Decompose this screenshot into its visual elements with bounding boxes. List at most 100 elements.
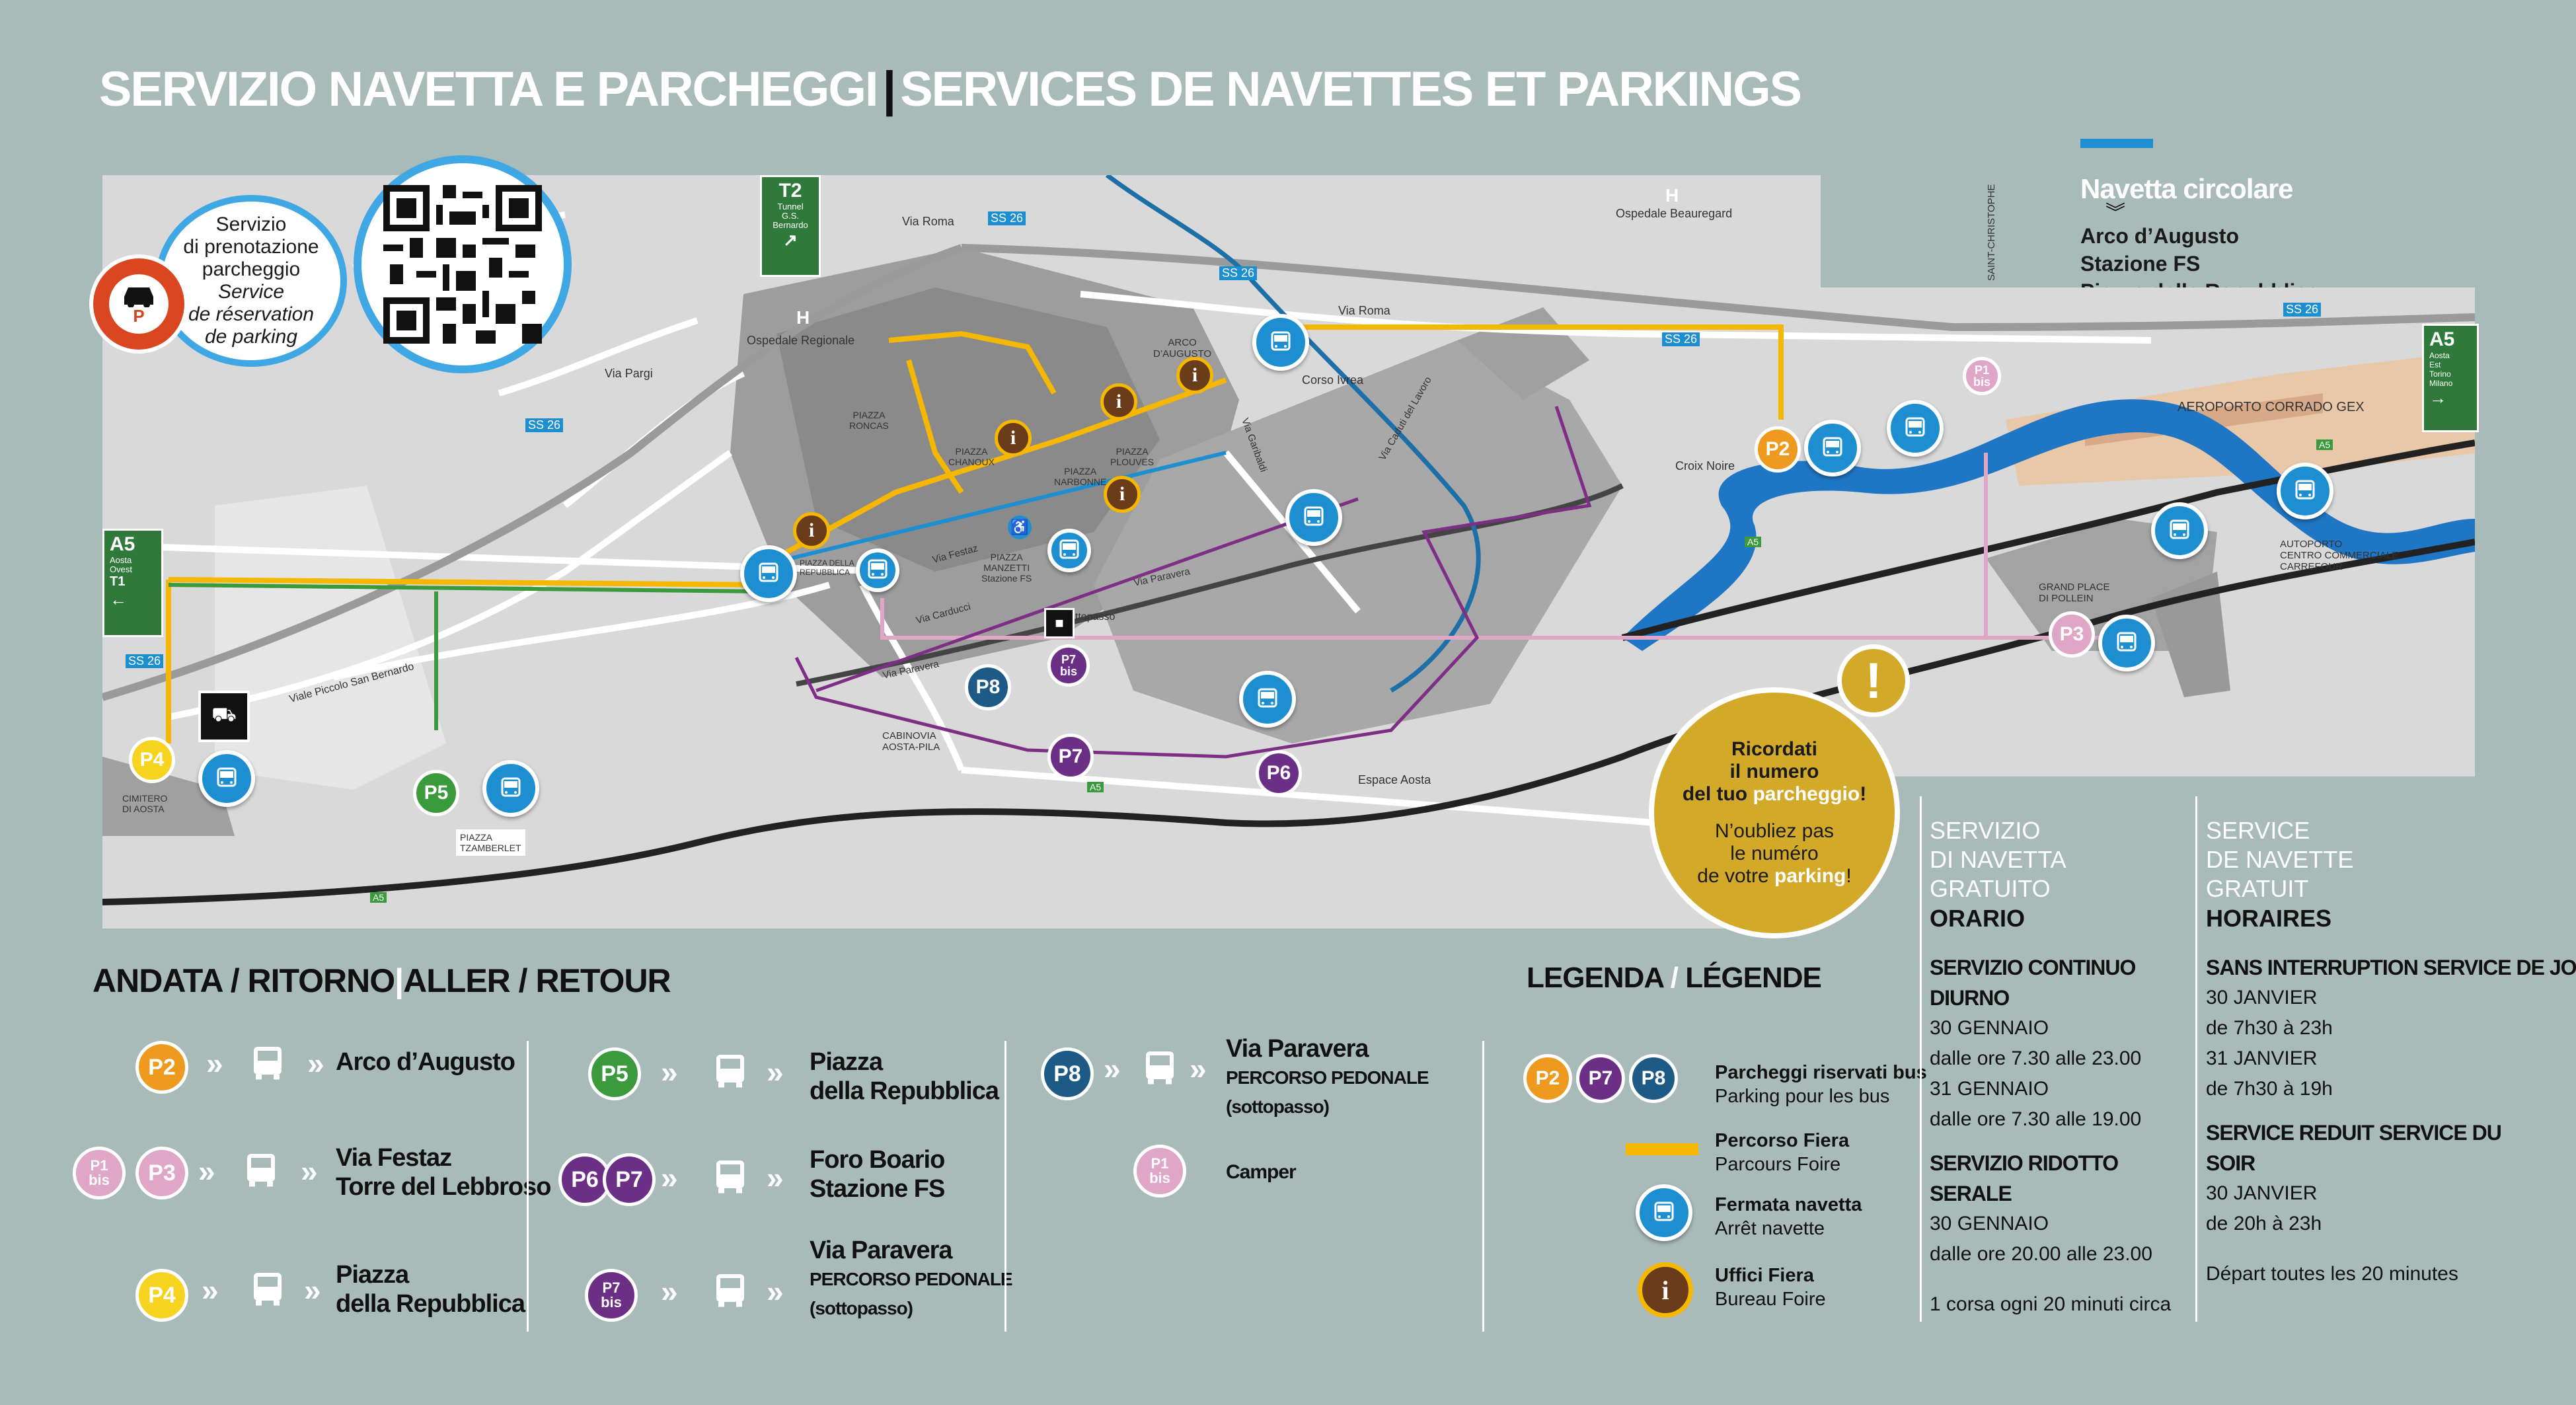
bus-stop-icon[interactable]: [2151, 502, 2208, 559]
legenda-title-it: LEGENDA: [1527, 962, 1663, 994]
bus-stop-icon[interactable]: [1887, 400, 1944, 457]
bus-icon: [254, 1273, 282, 1306]
parking-p1bis-badge[interactable]: P1 bis: [1963, 357, 2001, 395]
bus-stop-icon[interactable]: [1047, 529, 1091, 572]
route-dest-festaz-1: Via Festaz: [336, 1144, 452, 1172]
schedule-fr-h2: DE NAVETTE: [2206, 846, 2354, 873]
route-dest-foro-1: Foro Boario: [810, 1146, 945, 1174]
info-point-icon[interactable]: i: [1100, 383, 1137, 420]
schedule-it-l7: 1 corsa ogni 20 minuti circa: [1930, 1293, 2172, 1315]
divider: [1920, 796, 1922, 1322]
map-background: [102, 175, 2475, 929]
bus-stop-icon[interactable]: [856, 549, 899, 592]
info-point-icon[interactable]: i: [995, 420, 1032, 457]
sign-a5-west-text: Aosta Ovest: [110, 555, 132, 574]
info-point-icon[interactable]: i: [1104, 476, 1141, 513]
reminder-badge: Ricordati il numero del tuo parcheggio! …: [1649, 687, 1900, 938]
parking-p1bis-badge[interactable]: P1 bis: [73, 1147, 126, 1199]
legend-shuttle-stop: Fermata navetta Arrêt navette: [1715, 1193, 1862, 1240]
label-ss26-f: SS 26: [126, 654, 164, 668]
label-piazza-repubblica: PIAZZA DELLA REPUBBLICA: [800, 558, 854, 577]
booking-text-bubble: Servizio di prenotazione parcheggio Serv…: [155, 195, 347, 367]
legend-info-office-fr: Bureau Foire: [1715, 1289, 1826, 1310]
route-dest-repubblica-p4: Piazza della Repubblica: [336, 1260, 525, 1318]
parking-p8-badge[interactable]: P8: [1041, 1047, 1094, 1100]
fair-route-swatch: [1626, 1143, 1698, 1155]
sign-t2-text: Tunnel G.S. Bernardo: [773, 202, 808, 230]
schedule-it-l5: 30 GENNAIO: [1930, 1213, 2049, 1234]
andata-title-fr: ALLER / RETOUR: [403, 962, 671, 999]
bus-stop-icon[interactable]: [1804, 420, 1861, 476]
label-via-parigi: Via Pargi: [605, 367, 653, 380]
arrow-left-icon: ←: [110, 589, 127, 609]
label-cabinovia: CABINOVIA AOSTA-PILA: [882, 730, 940, 753]
info-point-icon[interactable]: i: [793, 512, 830, 549]
parking-p7bis-badge[interactable]: P7 bis: [1047, 644, 1090, 687]
route-dest-festaz: Via Festaz Torre del Lebbroso: [336, 1143, 551, 1201]
schedule-it-h4: ORARIO: [1930, 905, 2025, 932]
parking-p7-badge[interactable]: P7: [603, 1153, 656, 1206]
legend-bus-parking-it: Parcheggi riservati bus: [1715, 1062, 1927, 1083]
bus-stop-icon[interactable]: [1252, 314, 1309, 371]
chevron-right-icon: »: [198, 1154, 215, 1188]
bus-stop-icon[interactable]: [1285, 489, 1342, 546]
bus-stop-icon[interactable]: [2277, 463, 2333, 519]
navetta-stop-2: Stazione FS: [2080, 252, 2201, 276]
parking-p7-badge: P7: [1576, 1054, 1625, 1103]
label-cimitero: CIMITERO DI AOSTA: [122, 793, 168, 814]
schedule-it-l1: 30 GENNAIO: [1930, 1017, 2049, 1039]
parking-p2-badge[interactable]: P2: [135, 1041, 188, 1094]
chevron-right-icon: »: [206, 1046, 223, 1081]
schedule-fr-s1: SANS INTERRUPTION SERVICE DE JOUR: [2206, 956, 2576, 979]
parking-p7bis-badge[interactable]: P7 bis: [585, 1269, 638, 1322]
qr-pattern: [383, 185, 542, 344]
parking-p7-badge[interactable]: P7: [1047, 734, 1094, 780]
info-point-icon: i: [1638, 1262, 1693, 1318]
bus-stop-icon[interactable]: [1239, 671, 1296, 728]
sign-a5-east-code: A5: [2429, 328, 2455, 350]
title-italian: SERVIZIO NAVETTA E PARCHEGGI: [99, 61, 878, 116]
page-title: SERVIZIO NAVETTA E PARCHEGGI|SERVICES DE…: [99, 61, 1802, 117]
legend-bus-parking: Parcheggi riservati bus Parking pour les…: [1715, 1061, 1927, 1108]
divider: [527, 1041, 529, 1332]
legenda-separator: /: [1670, 962, 1679, 994]
chevron-right-icon: »: [304, 1273, 321, 1307]
parking-p1bis-badge[interactable]: P1 bis: [1133, 1145, 1186, 1197]
route-dest-paravera-p7bis-2: PERCORSO PEDONALE: [810, 1269, 1013, 1289]
exclamation-icon: !: [1837, 644, 1910, 717]
label-piazza-manzetti: PIAZZA MANZETTI Stazione FS: [981, 552, 1032, 584]
reminder-it-2: il numero: [1729, 761, 1819, 782]
city-map[interactable]: Servizio di prenotazione parcheggio Serv…: [89, 155, 2479, 929]
bus-stop-icon[interactable]: [2098, 615, 2155, 671]
qr-code[interactable]: [354, 155, 572, 373]
info-point-icon[interactable]: i: [1176, 357, 1213, 394]
parking-p8-badge[interactable]: P8: [965, 664, 1011, 710]
legend-fair-route-fr: Parcours Foire: [1715, 1154, 1841, 1175]
bus-stop-icon[interactable]: [198, 750, 255, 807]
parking-p2-badge: P2: [1523, 1054, 1572, 1103]
route-dest-repubblica-p4-2: della Repubblica: [336, 1290, 525, 1318]
parking-p6-badge[interactable]: P6: [1256, 750, 1302, 796]
schedule-it-l3: 31 GENNAIO: [1930, 1078, 2049, 1100]
chevron-right-icon: »: [307, 1046, 324, 1081]
parking-p5-badge[interactable]: P5: [588, 1047, 641, 1100]
parking-p3-badge[interactable]: P3: [2049, 611, 2095, 658]
bus-stop-icon[interactable]: [740, 545, 797, 602]
bus-icon: [1146, 1051, 1174, 1084]
reminder-it-highlight: parcheggio: [1753, 783, 1860, 805]
parking-p4-badge[interactable]: P4: [135, 1269, 188, 1322]
accessibility-icon: ♿: [1008, 515, 1032, 539]
parking-p4-badge[interactable]: P4: [129, 737, 175, 783]
schedule-it-l4: dalle ore 7.30 alle 19.00: [1930, 1108, 2142, 1130]
parking-p3-badge[interactable]: P3: [135, 1147, 188, 1199]
chevron-right-icon: »: [1104, 1051, 1121, 1086]
schedule-fr-l7: Départ toutes les 20 minutes: [2206, 1263, 2458, 1285]
parking-booking-badge[interactable]: Servizio di prenotazione parcheggio Serv…: [89, 195, 347, 367]
label-via-roma-1: Via Roma: [902, 215, 954, 228]
parking-p5-badge[interactable]: P5: [413, 770, 459, 816]
bus-stop-icon[interactable]: [482, 760, 539, 817]
parking-p2-badge[interactable]: P2: [1755, 426, 1801, 473]
label-saint-christophe: SAINT-CHRISTOPHE: [1986, 184, 1997, 281]
arrow-up-right-icon: ↗: [783, 230, 798, 250]
car-parking-icon: P: [89, 254, 188, 354]
